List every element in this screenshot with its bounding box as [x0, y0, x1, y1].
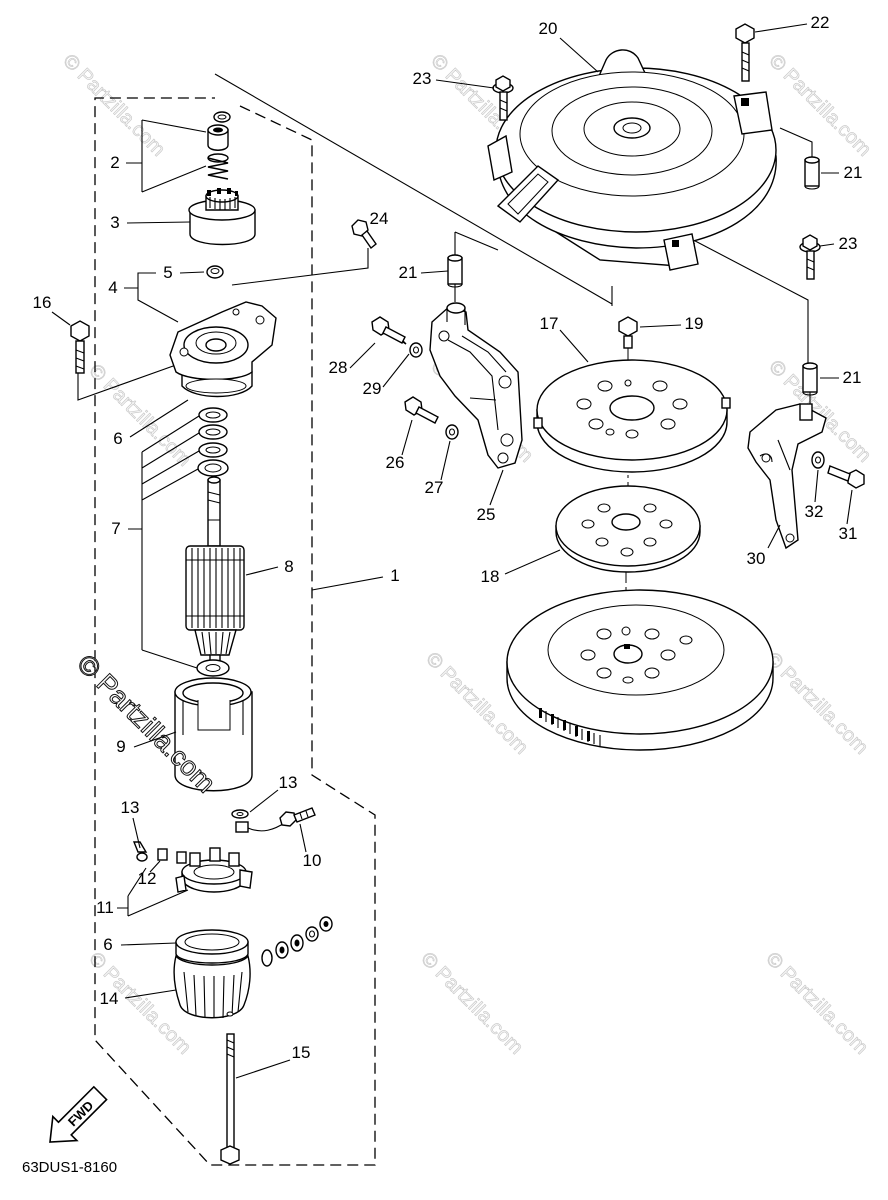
watermark: © Partzilla.com — [416, 948, 527, 1059]
fwd-arrow-icon: FWD — [49, 1085, 108, 1143]
part-10-bolt — [279, 807, 316, 827]
part-17-plate — [533, 359, 731, 473]
part-24-bolt — [351, 219, 377, 250]
part-top-ring — [213, 111, 231, 123]
callout-14: 14 — [100, 989, 119, 1008]
part-washer-armature — [196, 659, 230, 677]
callout-23: 23 — [839, 234, 858, 253]
part-23-bolt-right — [799, 234, 821, 280]
callout-13: 13 — [121, 798, 140, 817]
part-19-bolt — [618, 316, 638, 349]
callout-6: 6 — [103, 935, 112, 954]
part-8-armature — [185, 476, 245, 664]
callout-10: 10 — [303, 851, 322, 870]
part-32-washer — [811, 451, 825, 469]
flywheel — [506, 589, 774, 751]
callout-24: 24 — [370, 209, 389, 228]
part-21-collar-upper — [804, 156, 820, 190]
part-21-collar-middle — [447, 254, 463, 288]
callout-6: 6 — [113, 429, 122, 448]
part-16-bolt — [70, 320, 90, 374]
callout-21: 21 — [844, 163, 863, 182]
part-11-brush-holder — [175, 847, 253, 893]
callout-25: 25 — [477, 505, 496, 524]
callout-15: 15 — [292, 1043, 311, 1062]
callout-11: 11 — [96, 898, 114, 917]
callout-8: 8 — [284, 557, 293, 576]
callout-20: 20 — [539, 19, 558, 38]
callout-3: 3 — [110, 213, 119, 232]
callout-7: 7 — [111, 519, 120, 538]
callout-labels: 20 22 23 21 23 24 21 2 3 4 5 16 17 19 28… — [33, 13, 863, 1062]
watermark: © Partzilla.com — [761, 648, 872, 759]
part-3-pinion — [188, 188, 256, 246]
part-22-bolt — [735, 23, 755, 82]
part-2-collar-spring — [207, 124, 229, 180]
watermark: © Partzilla.com — [761, 948, 872, 1059]
part-25-bracket — [429, 302, 523, 469]
callout-29: 29 — [363, 379, 382, 398]
part-29-washer — [409, 342, 423, 358]
diagram-code: 63DUS1-8160 — [22, 1159, 117, 1176]
callout-2: 2 — [110, 153, 119, 172]
callout-9: 9 — [116, 737, 125, 756]
part-23-bolt-upper — [492, 75, 514, 121]
callout-1: 1 — [390, 566, 399, 585]
watermark: © Partzilla.com — [764, 50, 875, 161]
callout-31: 31 — [839, 524, 858, 543]
callout-5: 5 — [163, 263, 172, 282]
callout-23: 23 — [413, 69, 432, 88]
part-14-end-frame — [173, 954, 251, 1019]
callout-21: 21 — [399, 263, 418, 282]
callout-18: 18 — [481, 567, 500, 586]
part-9-yoke — [174, 677, 253, 792]
part-6-ring-lower — [175, 929, 249, 964]
part-27-washer — [445, 424, 459, 440]
part-18-plate — [555, 485, 701, 573]
callout-12: 12 — [138, 869, 157, 888]
callout-27: 27 — [425, 478, 444, 497]
callout-16: 16 — [33, 293, 52, 312]
part-20-cover — [487, 49, 777, 271]
part-4-front-bracket — [169, 301, 277, 398]
part-13-terminal-upper — [231, 809, 287, 833]
part-21-collar-lower — [802, 362, 818, 396]
callout-30: 30 — [747, 549, 766, 568]
part-28-bolt — [371, 316, 407, 345]
part-5-ring — [206, 265, 224, 279]
callout-19: 19 — [685, 314, 704, 333]
callout-21: 21 — [843, 368, 862, 387]
callout-22: 22 — [811, 13, 830, 32]
part-washers-end — [261, 916, 333, 967]
callout-4: 4 — [108, 278, 117, 297]
part-31-bolt — [827, 465, 865, 489]
part-26-bolt — [404, 396, 439, 424]
callout-28: 28 — [329, 358, 348, 377]
callout-32: 32 — [805, 502, 824, 521]
callout-17: 17 — [540, 314, 559, 333]
ring-gear-teeth — [539, 708, 601, 746]
part-12-brushes — [157, 848, 187, 864]
part-13-terminal-left — [132, 841, 148, 862]
callout-13: 13 — [279, 773, 298, 792]
leader-lines — [51, 23, 853, 1079]
part-30-bracket — [747, 403, 827, 550]
part-15-through-bolt — [220, 1033, 240, 1165]
part-7-washers — [197, 407, 229, 477]
watermark: © Partzilla.com — [58, 50, 169, 161]
callout-26: 26 — [386, 453, 405, 472]
watermark: © Partzilla.com — [84, 360, 195, 471]
